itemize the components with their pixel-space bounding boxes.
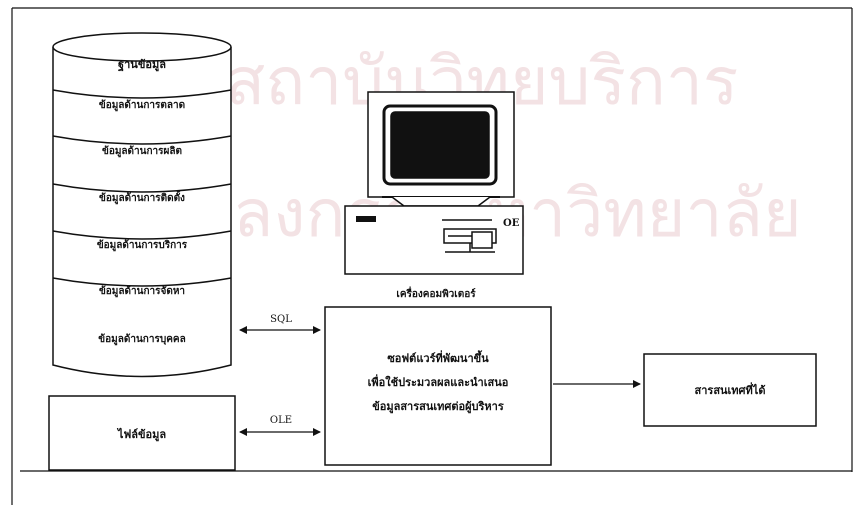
database-divider-3	[52, 183, 232, 193]
database-layer-production: ข้อมูลด้านการผลิต	[102, 145, 182, 158]
power-light	[356, 216, 376, 222]
computer-caption: เครื่องคอมพิวเตอร์	[396, 286, 476, 300]
database-divider-4	[52, 230, 232, 240]
drive-label: OE	[503, 218, 520, 229]
sql-label: SQL	[270, 314, 292, 325]
database-layer-installation: ข้อมูลด้านการติดตั้ง	[99, 190, 185, 205]
database-top	[52, 32, 232, 62]
output-box	[643, 353, 817, 427]
database-layer-marketing: ข้อมูลด้านการตลาด	[99, 99, 185, 112]
database-cylinder	[52, 32, 232, 378]
software-line-2: เพื่อใช้ประมวลผลและนำเสนอ	[368, 374, 509, 389]
disk-drive-2	[471, 231, 493, 249]
database-layer-procurement: ข้อมูลด้านการจัดหา	[99, 285, 185, 298]
file-box-label: ไฟล์ข้อมูล	[116, 427, 166, 442]
database-divider-1	[52, 89, 232, 99]
output-box-label: สารสนเทศที่ได้	[695, 382, 766, 397]
database-divider-5	[52, 277, 232, 287]
database-layer-personnel: ข้อมูลด้านการบุคคล	[98, 333, 185, 346]
database-body	[52, 47, 232, 378]
monitor-screen	[390, 111, 490, 179]
file-box	[48, 395, 236, 471]
database-layer-service: ข้อมูลด้านการบริการ	[97, 239, 188, 252]
database-divider-2	[52, 135, 232, 145]
software-line-1: ซอฟต์แวร์ที่พัฒนาขึ้น	[387, 350, 489, 365]
software-box	[324, 306, 552, 466]
software-line-3: ข้อมูลสารสนเทศต่อผู้บริหาร	[372, 400, 504, 414]
database-title: ฐานข้อมูล	[118, 58, 166, 72]
computer-icon	[344, 91, 524, 275]
ole-label: OLE	[270, 415, 292, 426]
